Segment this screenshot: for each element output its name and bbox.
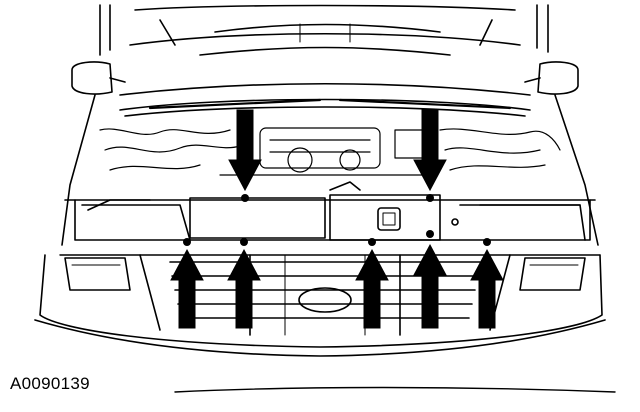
vehicle-body	[34, 82, 606, 357]
fastener	[426, 194, 434, 202]
open-hood	[99, 4, 549, 56]
arrow-down-icon	[413, 109, 447, 192]
right-mirror	[524, 61, 579, 95]
arrow-down-icon	[228, 109, 262, 192]
fastener	[483, 238, 491, 246]
arrow-up-icon	[413, 243, 447, 329]
left-mirror	[71, 61, 126, 95]
arrow-up-icon	[470, 248, 504, 329]
engine-compartment	[99, 127, 561, 176]
fastener	[426, 230, 434, 238]
radiator-support	[74, 181, 591, 241]
fastener	[368, 238, 376, 246]
down-arrow-markers	[228, 109, 447, 192]
fastener	[183, 238, 191, 246]
fastener	[240, 238, 248, 246]
left-headlamp	[64, 257, 131, 291]
arrow-up-icon	[170, 248, 204, 329]
cowl-and-wipers	[119, 98, 531, 117]
lower-fascia	[174, 386, 616, 393]
fastener	[241, 194, 249, 202]
right-headlamp	[519, 257, 586, 291]
arrow-up-icon	[227, 248, 261, 329]
fasteners	[183, 194, 491, 246]
figure-id-label: A0090139	[10, 374, 90, 393]
arrow-up-icon	[355, 248, 389, 329]
up-arrow-markers	[170, 243, 504, 329]
